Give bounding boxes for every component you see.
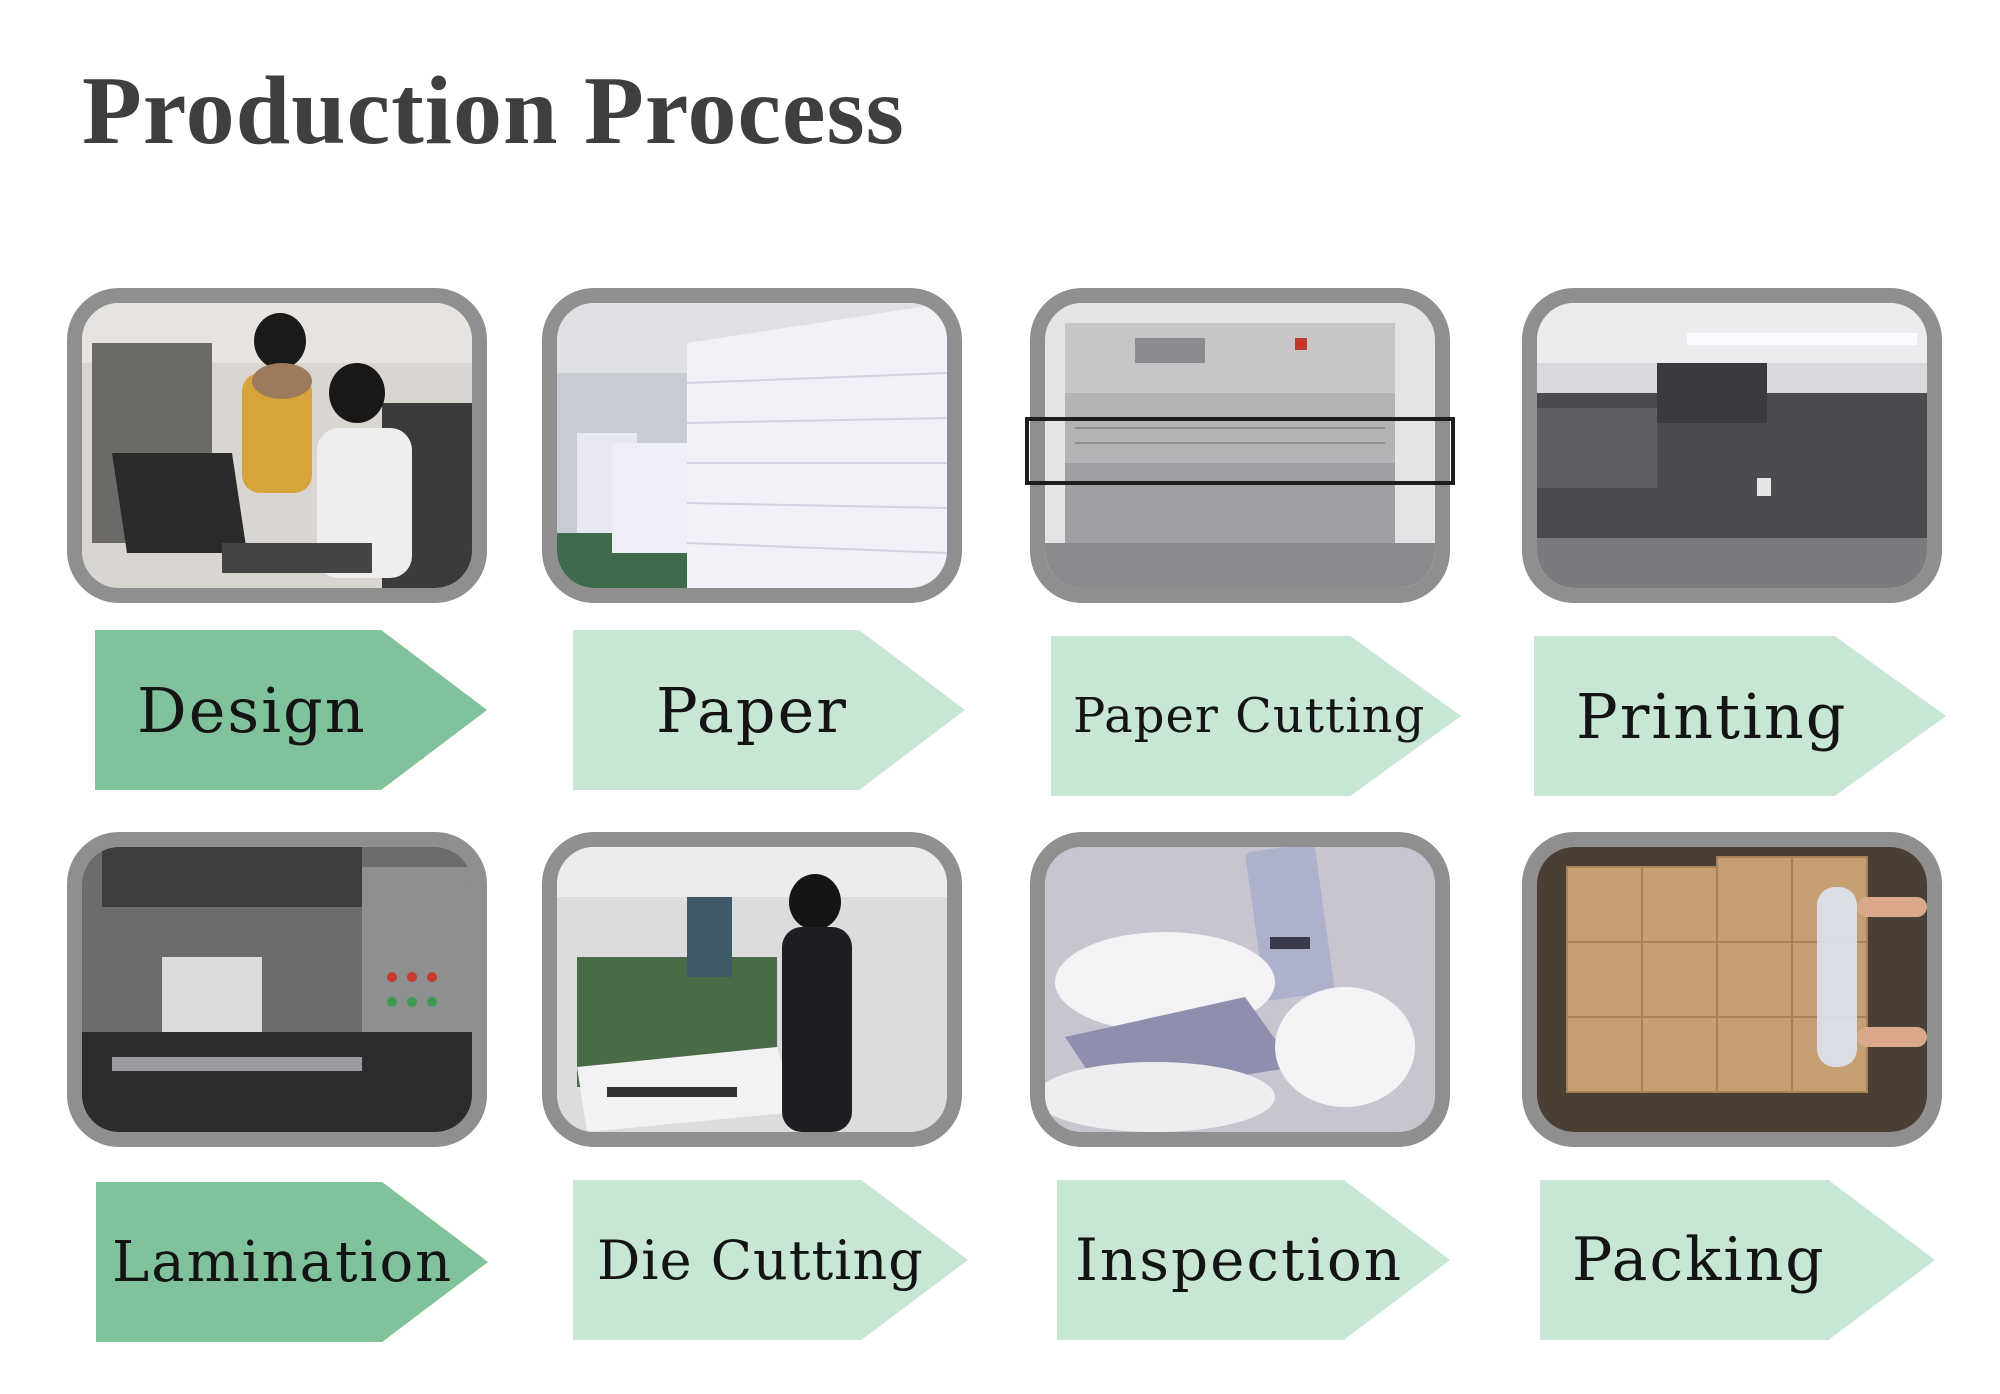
- step-design-label: Design: [137, 673, 367, 747]
- step-paper-cutting-label: Paper Cutting: [1073, 688, 1426, 744]
- step-printing-label: Printing: [1576, 679, 1848, 753]
- printing-photo: [1522, 288, 1942, 603]
- step-packing-arrow: Packing: [1540, 1180, 1935, 1340]
- step-packing-label: Packing: [1572, 1225, 1826, 1295]
- die-cutting-photo: [542, 832, 962, 1147]
- packing-photo: [1522, 832, 1942, 1147]
- design-photo: [67, 288, 487, 603]
- step-inspection-label: Inspection: [1075, 1226, 1404, 1294]
- step-design-arrow: Design: [95, 630, 487, 790]
- page-title: Production Process: [82, 57, 905, 165]
- step-paper-arrow: Paper: [573, 630, 965, 790]
- lamination-photo: [67, 832, 487, 1147]
- step-die-cutting-arrow: Die Cutting: [573, 1180, 968, 1340]
- step-die-cutting-label: Die Cutting: [597, 1228, 924, 1292]
- step-lamination-label: Lamination: [112, 1229, 454, 1295]
- highlight-box: [1025, 417, 1455, 485]
- step-paper-cutting-arrow: Paper Cutting: [1051, 636, 1461, 796]
- step-lamination-arrow: Lamination: [96, 1182, 488, 1342]
- step-printing-arrow: Printing: [1534, 636, 1946, 796]
- step-paper-label: Paper: [656, 673, 848, 747]
- paper-cutting-photo: [1030, 288, 1450, 603]
- step-inspection-arrow: Inspection: [1057, 1180, 1450, 1340]
- paper-photo: [542, 288, 962, 603]
- inspection-photo: [1030, 832, 1450, 1147]
